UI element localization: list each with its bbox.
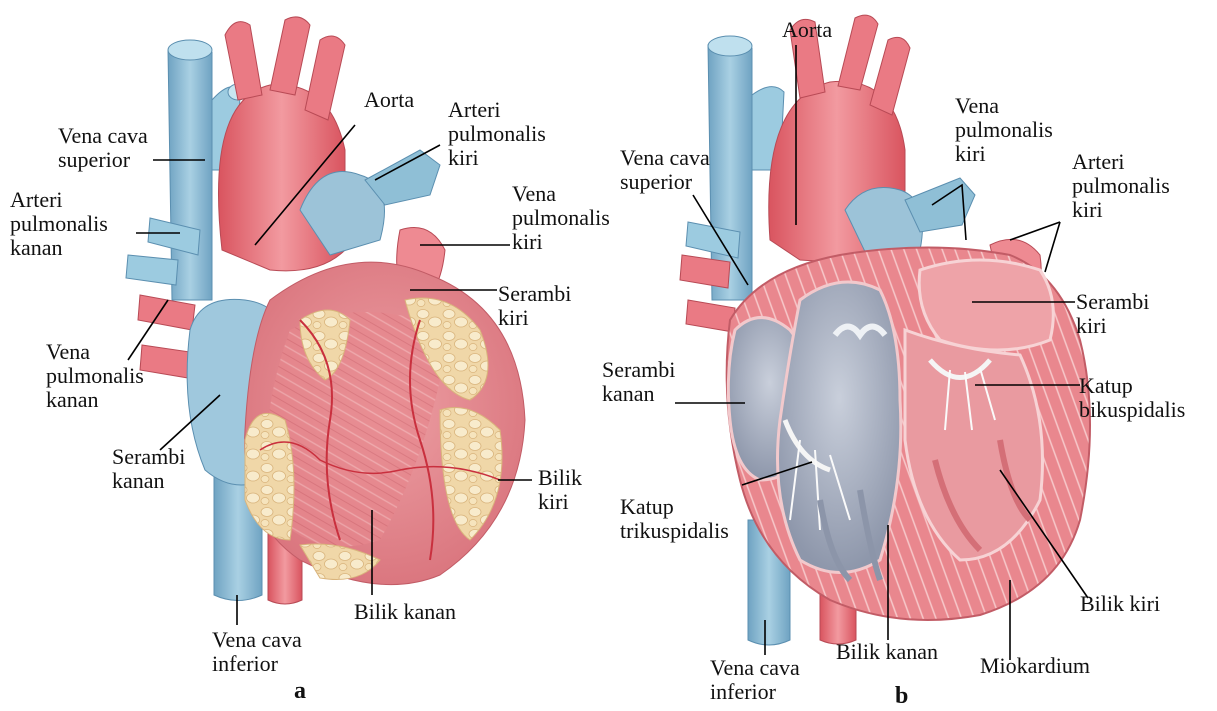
- label-b-aorta: Aorta: [782, 18, 832, 42]
- label-b-bilik-kanan: Bilik kanan: [836, 640, 938, 664]
- label-b-miokardium: Miokardium: [980, 654, 1090, 678]
- panel-b-letter: b: [895, 683, 908, 710]
- label-b-bilik-kiri: Bilik kiri: [1080, 592, 1160, 616]
- label-a-aorta: Aorta: [364, 88, 414, 112]
- label-a-bilik-kanan: Bilik kanan: [354, 600, 456, 624]
- panel-a-letter: a: [294, 678, 306, 705]
